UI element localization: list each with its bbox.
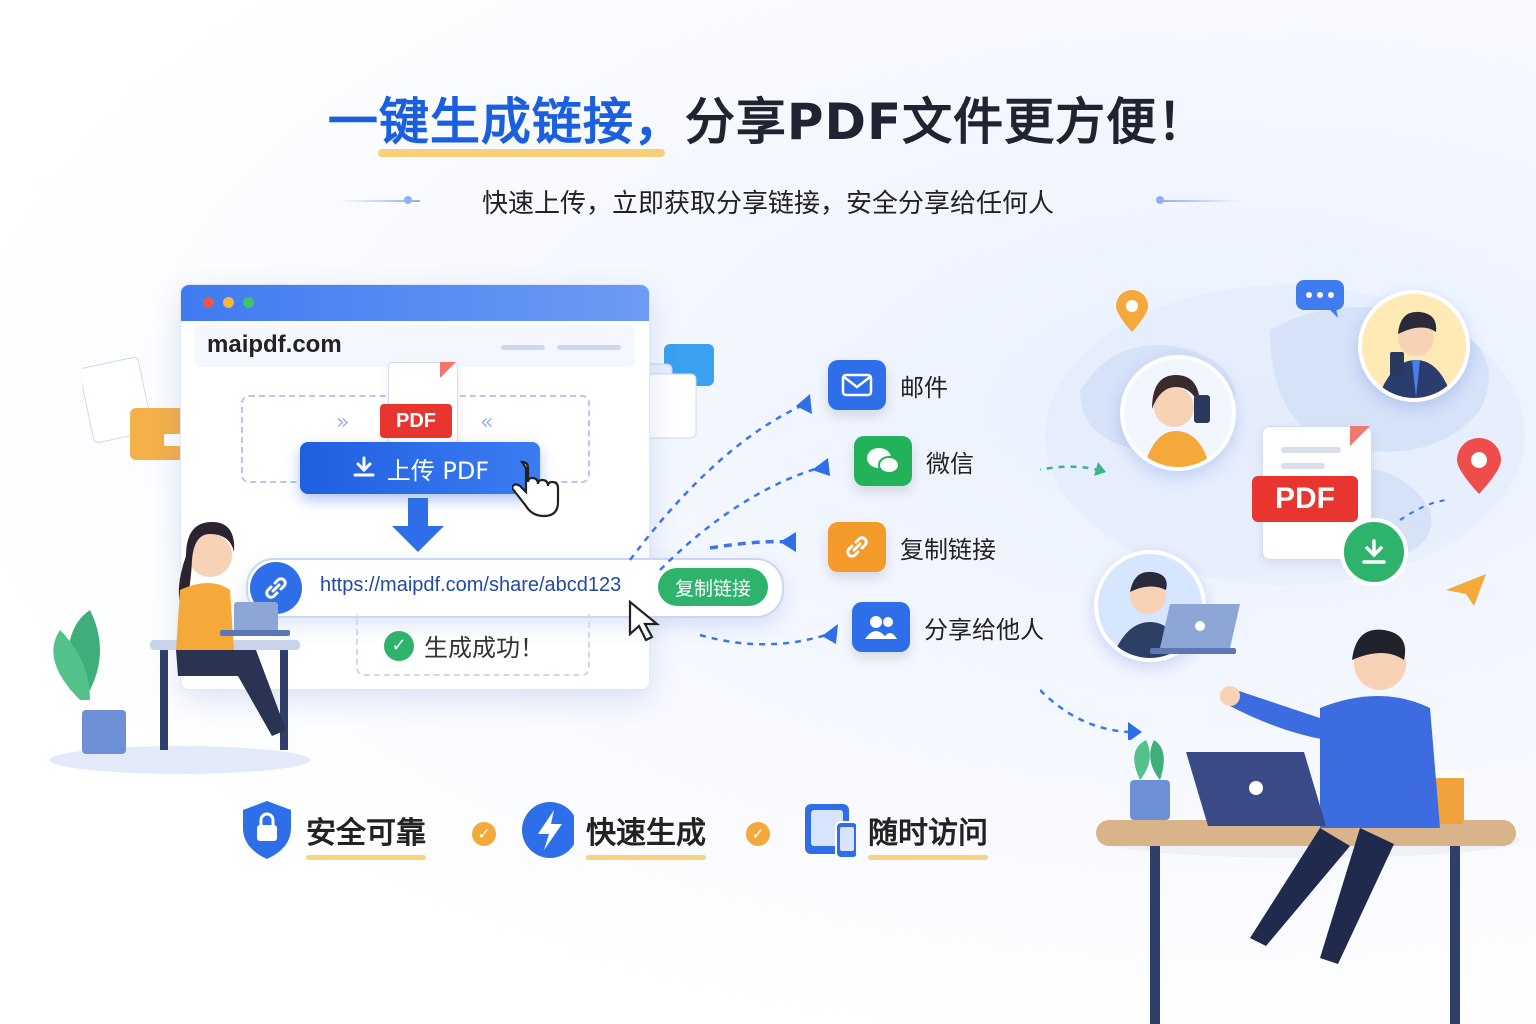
arrow-down-icon xyxy=(408,498,428,528)
pdf-corner-fold xyxy=(1350,426,1370,446)
woman-with-laptop-illustration xyxy=(50,522,310,774)
check-circle-icon: ✓ xyxy=(384,630,414,661)
share-option-wechat[interactable]: 微信 xyxy=(854,436,974,486)
address-text: maipdf.com xyxy=(207,331,342,358)
pdf-corner-fold xyxy=(440,362,456,378)
window-maximize-dot xyxy=(243,297,254,308)
download-icon xyxy=(353,456,375,477)
lightning-icon xyxy=(520,800,574,860)
devices-icon xyxy=(802,800,856,860)
upload-pdf-button[interactable]: 上传 PDF xyxy=(300,442,540,494)
location-pin-icon xyxy=(1457,438,1501,494)
share-option-label: 复制链接 xyxy=(900,535,996,564)
network-connector-lines xyxy=(1040,462,1451,740)
arrow-cursor-icon xyxy=(628,599,661,642)
share-connector-lines xyxy=(629,394,838,646)
copy-link-button[interactable]: 复制链接 xyxy=(658,568,768,606)
headline-highlight: 一键生成链接， xyxy=(327,93,685,151)
share-option-mail[interactable]: 邮件 xyxy=(828,360,948,410)
feature-label: 安全可靠 xyxy=(306,808,426,860)
avatar-woman-phone xyxy=(1120,355,1236,471)
window-close-dot xyxy=(203,297,214,308)
feature-label: 快速生成 xyxy=(586,808,706,860)
man-at-desk-illustration xyxy=(1096,629,1520,1024)
location-pin-icon xyxy=(1116,290,1148,332)
feature-fast: 快速生成 xyxy=(520,800,706,860)
chat-bubble-icon xyxy=(1296,280,1344,318)
address-placeholder-bar xyxy=(501,345,545,350)
check-badge-icon: ✓ xyxy=(746,822,770,846)
hand-cursor-icon xyxy=(512,460,560,518)
upload-button-label: 上传 PDF xyxy=(386,456,490,485)
chevron-left-icon: « xyxy=(480,410,494,435)
pdf-tag: PDF xyxy=(380,404,452,438)
shield-lock-icon xyxy=(240,800,294,860)
page-subheadline: 快速上传，立即获取分享链接，安全分享给任何人 xyxy=(481,189,1054,219)
share-link-bar[interactable]: https://maipdf.com/share/abcd123 复制链接 xyxy=(246,558,784,618)
users-icon xyxy=(852,602,910,652)
window-minimize-dot xyxy=(223,297,234,308)
wechat-icon xyxy=(854,436,912,486)
headline-rest: 分享PDF文件更方便！ xyxy=(684,93,1209,151)
download-badge-icon xyxy=(1340,518,1408,586)
feature-label: 随时访问 xyxy=(868,808,988,860)
feature-secure: 安全可靠 xyxy=(240,800,426,860)
share-option-label: 邮件 xyxy=(900,373,948,402)
share-option-others[interactable]: 分享给他人 xyxy=(852,602,1044,652)
mail-icon xyxy=(828,360,886,410)
success-message: ✓ 生成成功！ xyxy=(384,628,544,663)
decoration-dot xyxy=(1156,196,1164,204)
page-headline: 一键生成链接，分享PDF文件更方便！ xyxy=(0,82,1536,154)
received-pdf-tag: PDF xyxy=(1252,476,1358,522)
address-placeholder-bar xyxy=(557,345,621,350)
share-option-copy-link[interactable]: 复制链接 xyxy=(828,522,996,572)
decoration-dot xyxy=(404,196,412,204)
share-option-label: 微信 xyxy=(926,449,974,478)
avatar-businessman xyxy=(1358,290,1470,402)
success-text: 生成成功！ xyxy=(424,634,544,662)
arrow-down-head xyxy=(392,526,444,552)
browser-titlebar xyxy=(181,285,649,321)
paper-plane-icon xyxy=(1446,574,1486,606)
share-option-label: 分享给他人 xyxy=(924,615,1044,644)
share-link-url[interactable]: https://maipdf.com/share/abcd123 xyxy=(320,574,622,596)
check-badge-icon: ✓ xyxy=(472,822,496,846)
address-bar[interactable]: maipdf.com xyxy=(195,325,635,367)
success-panel xyxy=(356,614,590,676)
feature-anytime-access: 随时访问 xyxy=(802,800,988,860)
laptop-icon xyxy=(1150,604,1240,654)
link-icon xyxy=(828,522,886,572)
subheadline-decoration-left xyxy=(340,200,420,202)
chevron-right-icon: » xyxy=(336,410,350,435)
